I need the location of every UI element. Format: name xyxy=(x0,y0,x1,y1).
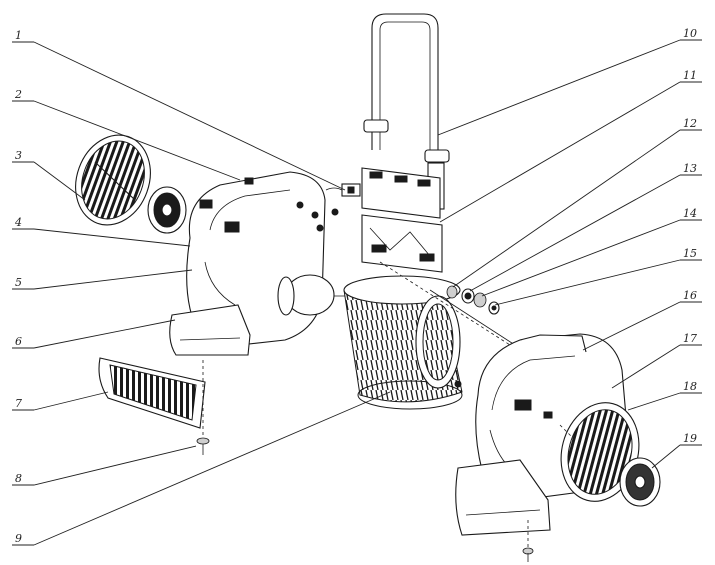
front-grill xyxy=(559,402,640,502)
callout-5: 5 xyxy=(15,276,22,289)
callout-6: 6 xyxy=(15,335,22,348)
screw-8 xyxy=(196,360,210,455)
handle-bracket xyxy=(361,167,443,273)
callout-11: 11 xyxy=(683,69,697,82)
callout-13: 13 xyxy=(683,162,697,175)
callout-9: 9 xyxy=(15,532,22,545)
callout-2: 2 xyxy=(14,88,22,101)
blower-wheel xyxy=(343,275,463,410)
callout-8: 8 xyxy=(15,472,22,485)
callout-17: 17 xyxy=(683,332,697,345)
switch-cable xyxy=(296,183,361,232)
callout-15: 15 xyxy=(683,247,697,260)
callout-14: 14 xyxy=(683,207,697,220)
hardware-set xyxy=(446,285,500,388)
left-housing xyxy=(169,171,355,356)
rear-grill xyxy=(75,134,151,226)
callout-7: 7 xyxy=(15,397,22,410)
callout-4: 4 xyxy=(14,216,22,229)
axle-shaft xyxy=(379,261,516,346)
rear-knob xyxy=(147,186,187,234)
callout-12: 12 xyxy=(683,117,697,130)
callout-16: 16 xyxy=(683,289,697,302)
callout-18: 18 xyxy=(683,380,697,393)
callout-10: 10 xyxy=(683,27,697,40)
callout-19: 19 xyxy=(683,432,697,445)
callout-numbers: 1 2 3 4 5 6 7 8 9 10 11 12 13 14 15 16 1… xyxy=(14,27,697,545)
front-knob xyxy=(619,457,661,507)
leader-lines xyxy=(12,39,702,546)
callout-1: 1 xyxy=(15,29,22,42)
side-grill xyxy=(98,357,206,429)
callout-3: 3 xyxy=(15,149,22,162)
